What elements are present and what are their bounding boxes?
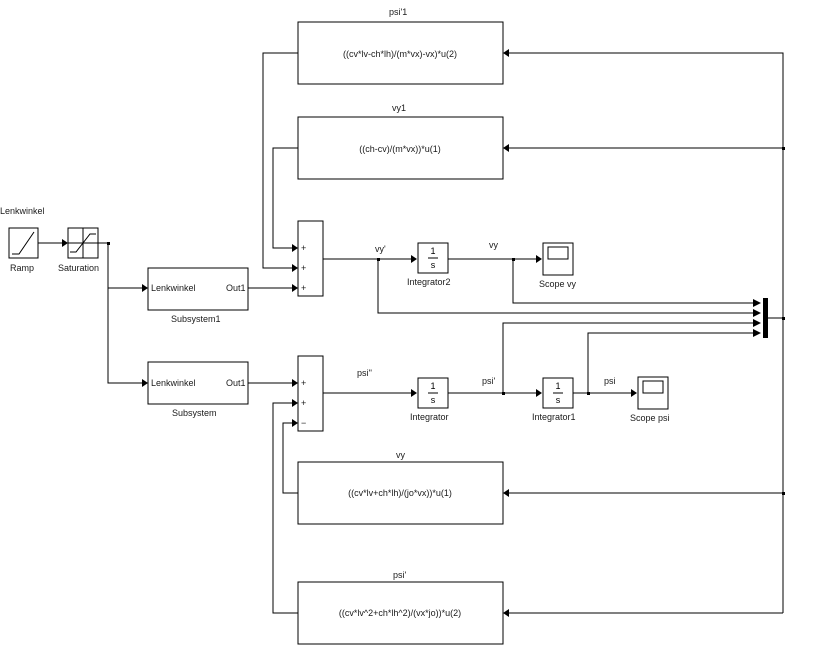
sum1-sign: + [301, 243, 306, 253]
fcn-psi-dot-expression: ((cv*lv^2+ch*lh^2)/(vx*jo))*u(2) [339, 608, 461, 618]
lenkwinkel-label: Lenkwinkel [0, 206, 45, 216]
arrow-icon [753, 329, 761, 337]
signal-line [272, 402, 298, 614]
ramp-label: Ramp [10, 263, 34, 273]
signal-label-vy: vy [489, 240, 499, 250]
signal-label-vy-dot: vy' [375, 244, 386, 254]
svg-text:1: 1 [555, 381, 560, 391]
integrator2-label: Integrator2 [407, 277, 451, 287]
sum2-sign: + [301, 398, 306, 408]
signal-line [107, 288, 143, 384]
fcn-psi-dot-title: psi' [393, 570, 407, 580]
arrow-icon [292, 244, 298, 252]
scope-vy-label: Scope vy [539, 279, 577, 289]
arrow-icon [142, 284, 148, 292]
arrow-icon [411, 389, 417, 397]
arrow-icon [503, 49, 509, 57]
arrow-icon [536, 255, 542, 263]
arrow-icon [292, 379, 298, 387]
signal-line [508, 52, 784, 148]
sum2-block[interactable]: + + − [297, 355, 324, 432]
signal-line [107, 243, 143, 289]
arrow-icon [503, 609, 509, 617]
fcn-psi-dot-block[interactable]: ((cv*lv^2+ch*lh^2)/(vx*jo))*u(2) [297, 581, 504, 645]
fcn-vy-expression: ((cv*lv+ch*lh)/(jo*vx))*u(1) [348, 488, 452, 498]
subsystem-label: Subsystem [172, 408, 217, 418]
fcn-vy1-expression: ((ch-cv)/(m*vx))*u(1) [359, 144, 441, 154]
integrator1-label: Integrator1 [532, 412, 576, 422]
integrator-block[interactable]: 1 s [417, 377, 449, 409]
sum2-sign: − [301, 418, 306, 428]
integrator2-block[interactable]: 1 s [417, 242, 449, 274]
fcn-psi1-expression: ((cv*lv-ch*lh)/(m*vx)-vx)*u(2) [343, 49, 457, 59]
fcn-vy-title: vy [396, 450, 406, 460]
signal-line [377, 259, 753, 314]
integrator1-block[interactable]: 1 s [542, 377, 574, 409]
fcn-vy1-block[interactable]: ((ch-cv)/(m*vx))*u(1) [297, 116, 504, 180]
mux-block[interactable] [763, 298, 768, 338]
fcn-vy-block[interactable]: ((cv*lv+ch*lh)/(jo*vx))*u(1) [297, 461, 504, 525]
arrow-icon [753, 299, 761, 307]
arrow-icon [62, 239, 68, 247]
svg-text:1: 1 [430, 381, 435, 391]
saturation-label: Saturation [58, 263, 99, 273]
arrow-icon [142, 379, 148, 387]
branch-point [502, 392, 505, 395]
arrow-icon [503, 489, 509, 497]
fcn-vy1-title: vy1 [392, 103, 406, 113]
arrow-icon [292, 264, 298, 272]
scope-vy-block[interactable] [542, 242, 574, 276]
arrow-icon [292, 284, 298, 292]
arrow-icon [411, 255, 417, 263]
integrator-label: Integrator [410, 412, 449, 422]
svg-text:s: s [431, 395, 436, 405]
arrow-icon [503, 144, 509, 152]
signal-line [282, 422, 298, 494]
subsystem1-block[interactable]: Lenkwinkel Out1 [147, 267, 249, 311]
subsystem-block[interactable]: Lenkwinkel Out1 [147, 361, 249, 405]
arrow-icon [292, 419, 298, 427]
signal-line [512, 259, 753, 304]
sum1-sign: + [301, 263, 306, 273]
signal-line [262, 52, 298, 269]
signal-label-psi-ddot: psi'' [357, 368, 372, 378]
subsystem-inport-label: Lenkwinkel [151, 378, 196, 388]
signal-line [587, 332, 753, 393]
subsystem1-inport-label: Lenkwinkel [151, 283, 196, 293]
sum1-block[interactable]: + + + [297, 220, 324, 297]
ramp-icon [12, 231, 35, 255]
svg-text:s: s [431, 260, 436, 270]
fcn-psi1-title: psi'1 [389, 7, 407, 17]
fcn-psi1-block[interactable]: ((cv*lv-ch*lh)/(m*vx)-vx)*u(2) [297, 21, 504, 85]
branch-point [587, 392, 590, 395]
arrow-icon [753, 319, 761, 327]
scope-psi-label: Scope psi [630, 413, 670, 423]
signal-line [272, 147, 298, 249]
arrow-icon [536, 389, 542, 397]
ramp-block[interactable] [8, 227, 39, 259]
svg-text:1: 1 [430, 246, 435, 256]
scope-psi-block[interactable] [637, 376, 669, 410]
arrow-icon [753, 309, 761, 317]
scope-screen-icon [547, 246, 569, 260]
arrow-icon [631, 389, 637, 397]
sum1-sign: + [301, 283, 306, 293]
arrow-icon [292, 399, 298, 407]
sum2-sign: + [301, 378, 306, 388]
saturation-block[interactable] [67, 227, 99, 259]
signal-label-psi-dot: psi' [482, 376, 496, 386]
svg-text:s: s [556, 395, 561, 405]
subsystem1-outport-label: Out1 [226, 283, 246, 293]
subsystem-outport-label: Out1 [226, 378, 246, 388]
branch-point [782, 492, 785, 495]
subsystem1-label: Subsystem1 [171, 314, 221, 324]
signal-label-psi: psi [604, 376, 616, 386]
scope-screen-icon [642, 380, 664, 394]
saturation-icon [70, 233, 96, 253]
signal-line [502, 322, 753, 393]
